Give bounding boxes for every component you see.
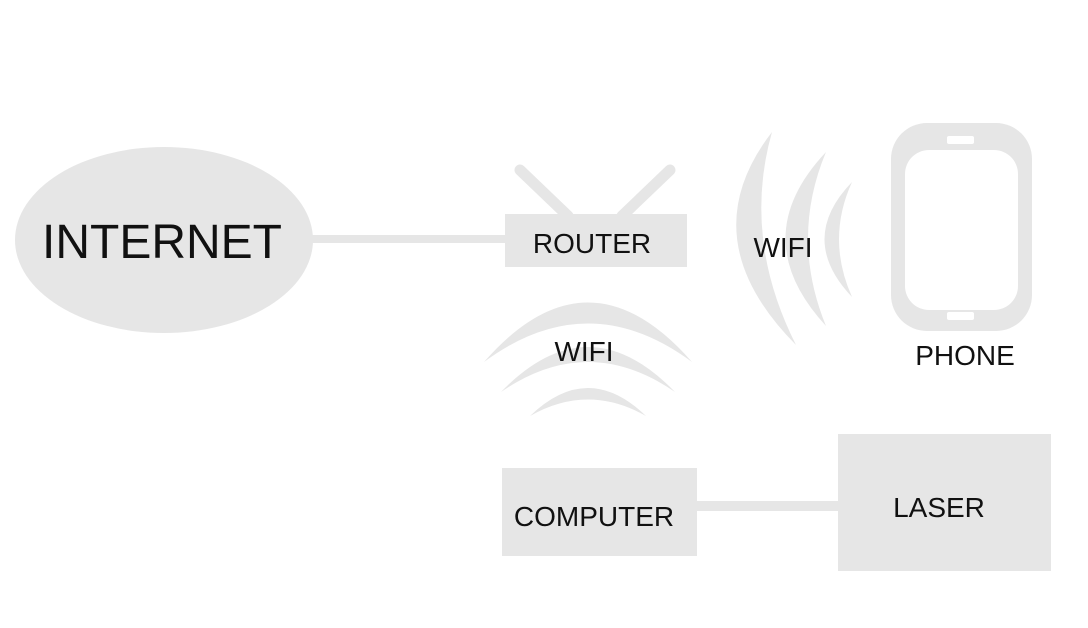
wifi-waves-icon <box>484 302 692 416</box>
wifi-waves-icon <box>736 132 852 345</box>
router-label: ROUTER <box>533 228 651 259</box>
router-box <box>505 214 687 267</box>
computer-label: COMPUTER <box>514 501 674 532</box>
laser-label: LASER <box>893 492 985 523</box>
internet-node: INTERNET <box>15 147 313 333</box>
computer-node: COMPUTER <box>502 468 697 556</box>
internet-ellipse <box>15 147 313 333</box>
smartphone-icon <box>891 123 1032 331</box>
router-node: ROUTER <box>505 164 687 267</box>
wifi-label-phone: WIFI <box>753 232 812 263</box>
wifi-label-computer: WIFI <box>554 336 613 367</box>
laser-node: LASER <box>838 434 1051 571</box>
phone-label: PHONE <box>915 340 1015 371</box>
laser-box <box>838 434 1051 571</box>
phone-node: PHONE <box>891 123 1032 371</box>
internet-label: INTERNET <box>42 216 282 269</box>
computer-box <box>502 468 697 556</box>
router-antenna-icon <box>514 164 676 222</box>
